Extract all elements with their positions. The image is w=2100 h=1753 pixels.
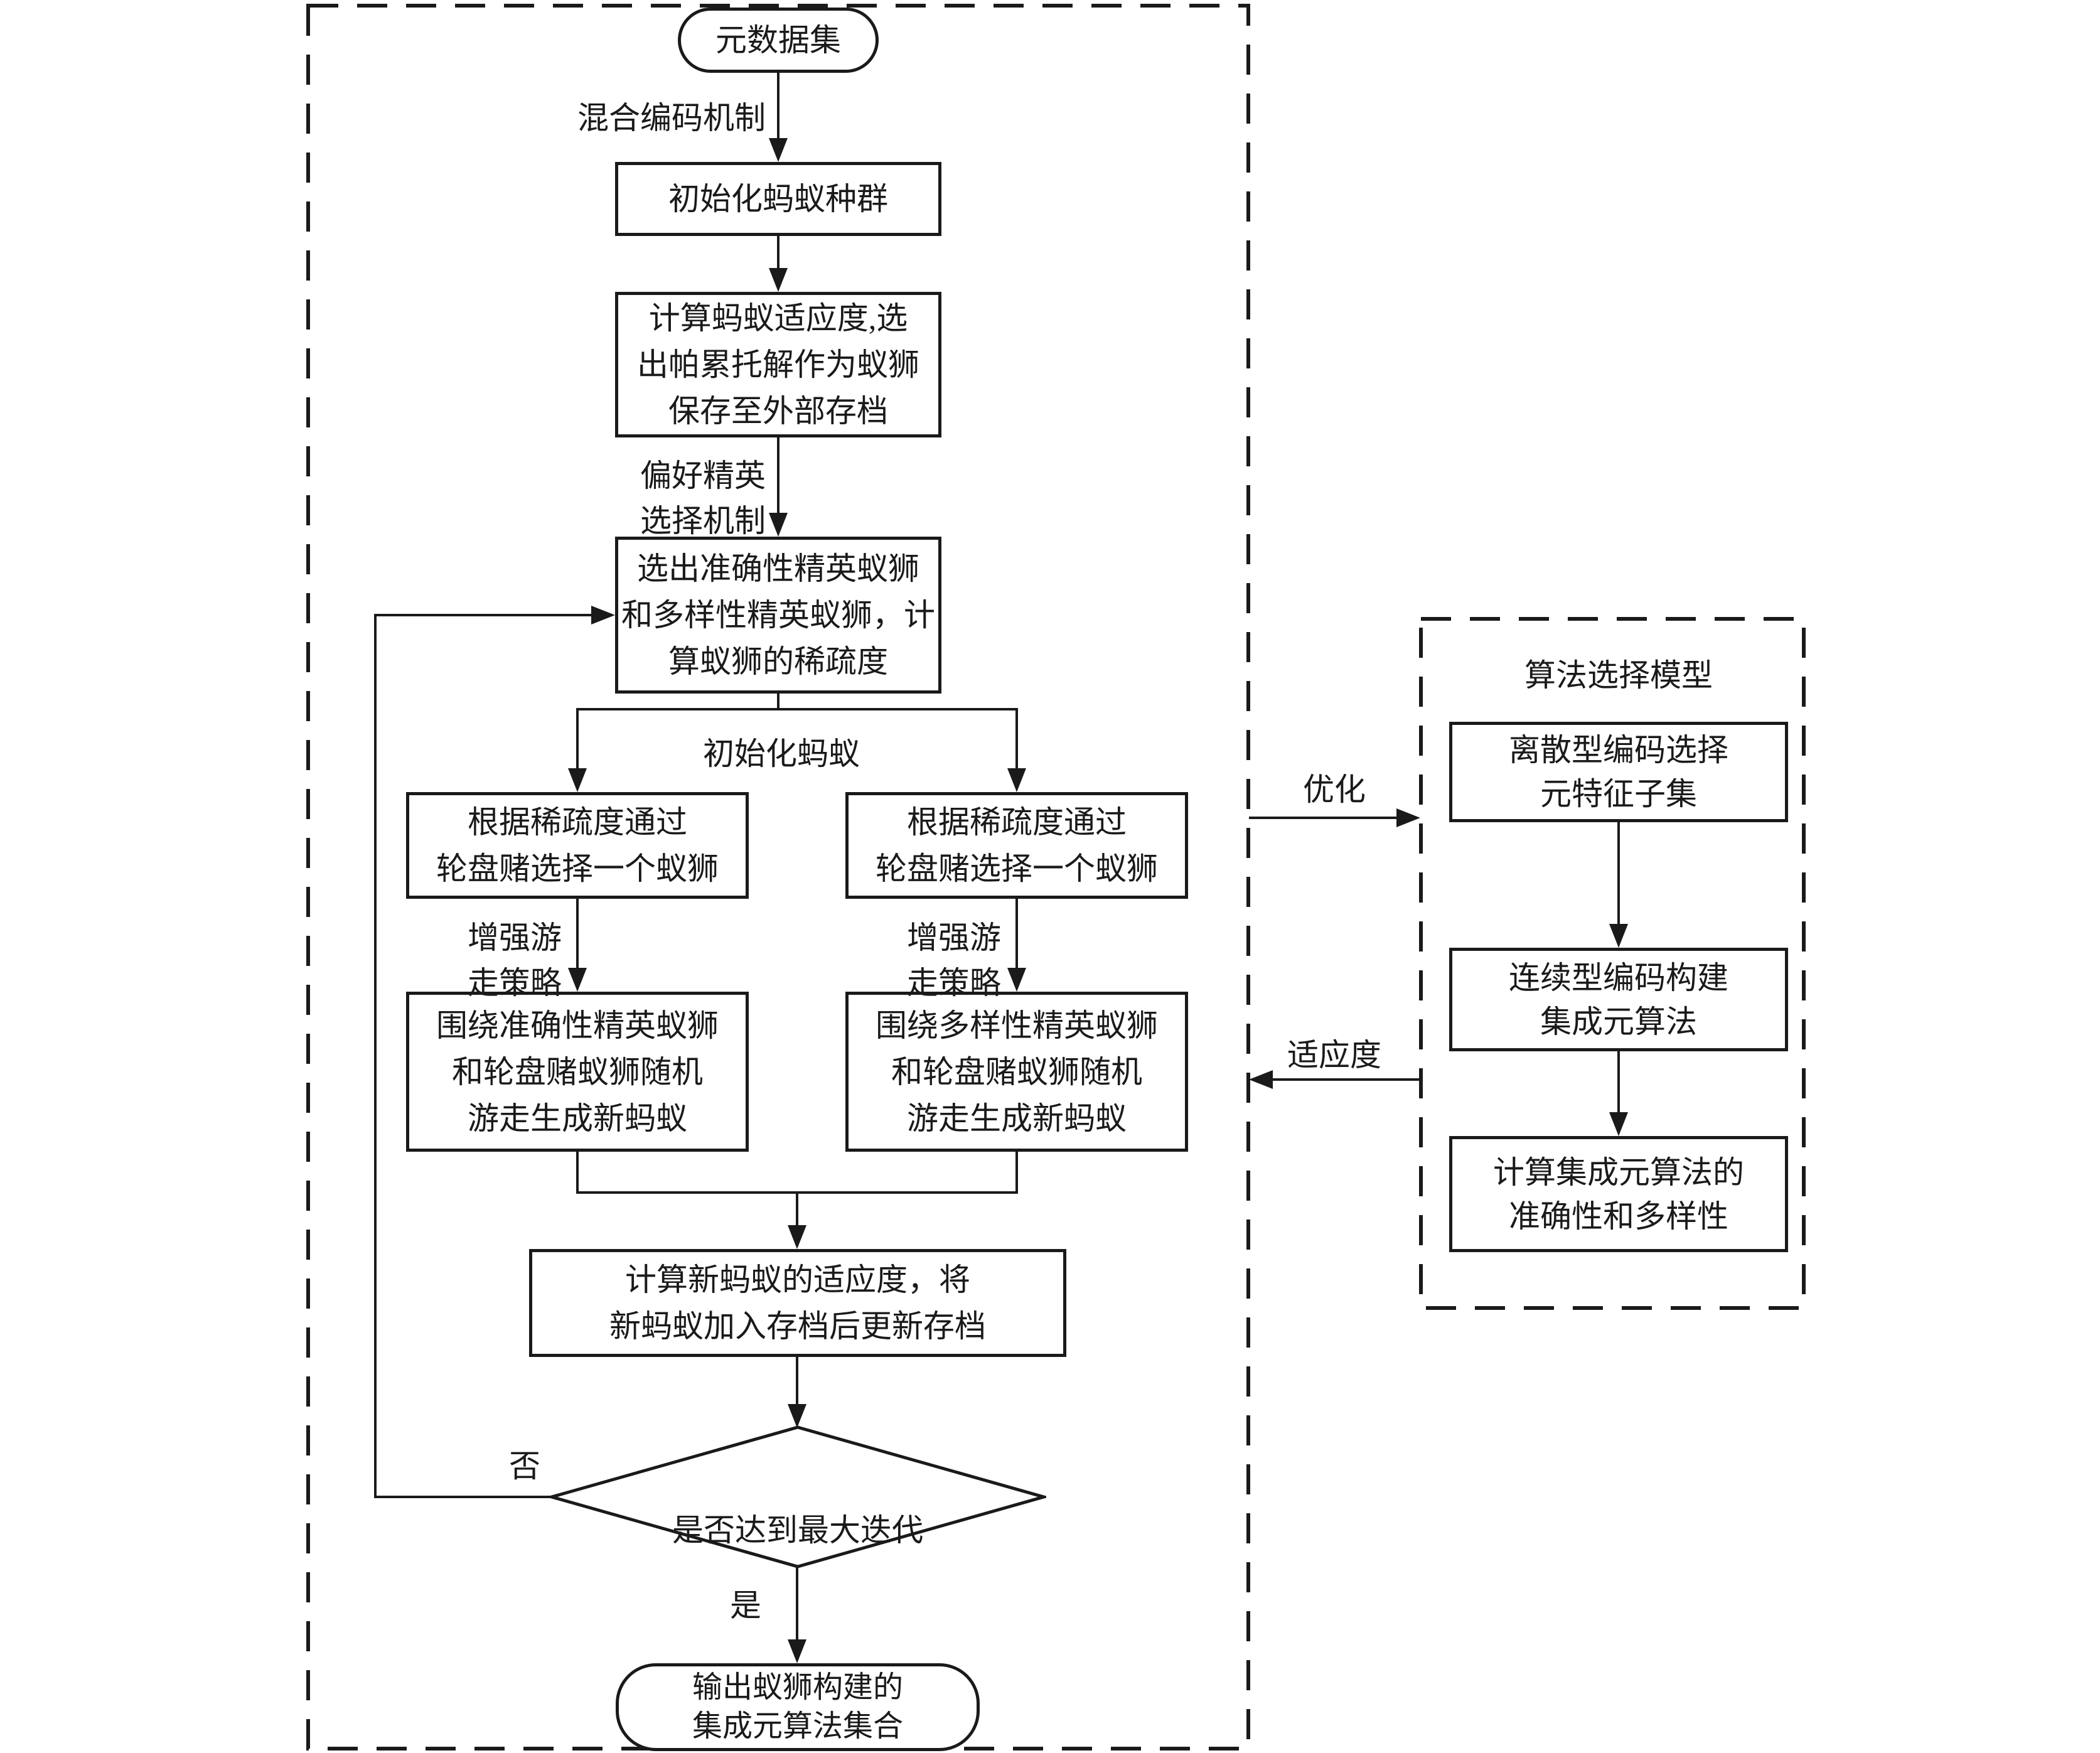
- merge-left: [576, 1152, 579, 1194]
- connector-fitness-return: [1273, 1078, 1420, 1081]
- decision-max-iteration-label: 是否达到最大迭代: [672, 1513, 923, 1548]
- edge-label-init-ants: 初始化蚂蚁: [703, 736, 860, 771]
- arrowhead-walk-left: [568, 968, 587, 992]
- connector-init-to-fitness: [777, 236, 779, 271]
- arrowhead-compute: [1609, 1112, 1628, 1136]
- edge-label-optimize: 优化: [1303, 772, 1366, 807]
- box-init-population: 初始化蚂蚁种群: [615, 162, 941, 236]
- arrowhead-continuous: [1609, 924, 1628, 948]
- decision-max-iteration: [549, 1425, 1046, 1568]
- arrowhead-archive: [788, 1225, 806, 1249]
- start-oval: 元数据集: [678, 8, 879, 73]
- arrowhead-fitness: [769, 268, 788, 292]
- edge-label-encoding: 混合编码机制: [577, 100, 766, 136]
- connector-walk-right: [1015, 899, 1018, 969]
- connector-merge-to-archive: [796, 1193, 798, 1226]
- connector-optimize: [1249, 817, 1398, 819]
- arrowhead-loopback: [591, 606, 615, 625]
- edge-label-elite: 偏好精英 选择机制: [640, 458, 766, 539]
- arrowhead-optimize: [1396, 808, 1420, 827]
- arrowhead-init: [769, 138, 788, 162]
- split-drop-right: [1015, 708, 1018, 769]
- connector-walk-left: [576, 899, 579, 969]
- side-title: 算法选择模型: [1524, 658, 1713, 693]
- connector-start-to-init: [777, 73, 779, 141]
- box-select-elite: 选出准确性精英蚁狮 和多样性精英蚁狮，计 算蚁狮的稀疏度: [615, 537, 941, 694]
- loopback-horizontal-bottom: [375, 1496, 555, 1498]
- box-update-archive: 计算新蚂蚁的适应度，将 新蚂蚁加入存档后更新存档: [529, 1249, 1066, 1357]
- box-continuous-encoding: 连续型编码构建 集成元算法: [1449, 948, 1788, 1051]
- start-oval-label: 元数据集: [715, 23, 841, 58]
- connector-discrete-to-continuous: [1617, 822, 1620, 925]
- arrowhead-decision: [788, 1404, 806, 1428]
- branch-right-walk: 围绕多样性精英蚁狮 和轮盘赌蚁狮随机 游走生成新蚂蚁: [845, 992, 1188, 1152]
- box-discrete-encoding: 离散型编码选择 元特征子集: [1449, 722, 1788, 822]
- label-yes: 是: [730, 1588, 761, 1623]
- connector-elite-to-split: [777, 694, 779, 710]
- end-oval: 输出蚁狮构建的 集成元算法集合: [616, 1663, 980, 1751]
- branch-left-walk: 围绕准确性精英蚁狮 和轮盘赌蚁狮随机 游走生成新蚂蚁: [406, 992, 749, 1152]
- branch-right-roulette: 根据稀疏度通过 轮盘赌选择一个蚁狮: [845, 792, 1188, 899]
- arrowhead-branch-left: [568, 768, 587, 792]
- box-compute-metrics: 计算集成元算法的 准确性和多样性: [1449, 1136, 1788, 1252]
- connector-fitness-to-elite: [777, 437, 779, 515]
- arrowhead-elite: [769, 513, 788, 537]
- label-no: 否: [509, 1449, 540, 1484]
- arrowhead-branch-right: [1007, 768, 1026, 792]
- arrowhead-fitness-return: [1249, 1070, 1273, 1089]
- split-drop-left: [576, 708, 579, 769]
- split-bar: [576, 708, 1018, 710]
- box-fitness-pareto: 计算蚂蚁适应度,选 出帕累托解作为蚁狮 保存至外部存档: [615, 292, 941, 437]
- arrowhead-walk-right: [1007, 968, 1026, 992]
- box-init-population-label: 初始化蚂蚁种群: [668, 181, 888, 217]
- connector-archive-to-decision: [796, 1357, 798, 1406]
- edge-label-fitness: 适应度: [1287, 1037, 1381, 1073]
- branch-left-roulette: 根据稀疏度通过 轮盘赌选择一个蚁狮: [406, 792, 749, 899]
- loopback-horizontal-top: [375, 614, 592, 616]
- loopback-vertical: [374, 614, 377, 1498]
- merge-right: [1015, 1152, 1018, 1194]
- connector-decision-to-end: [796, 1566, 798, 1641]
- edge-label-walk-left: 增强游 走策略: [468, 920, 562, 1000]
- edge-label-walk-right: 增强游 走策略: [907, 920, 1001, 1000]
- connector-continuous-to-compute: [1617, 1051, 1620, 1113]
- arrowhead-end: [788, 1639, 806, 1663]
